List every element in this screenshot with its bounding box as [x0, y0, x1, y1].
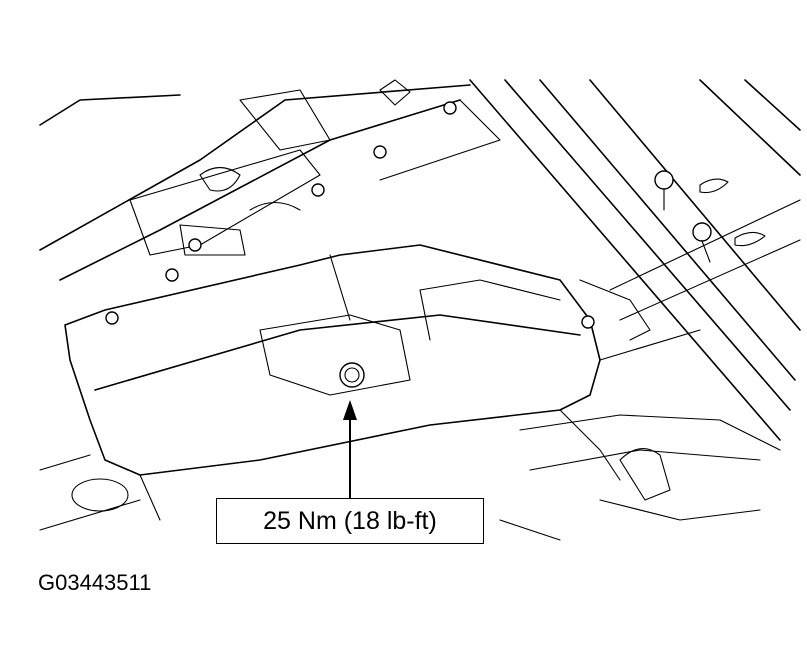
- crossmember-bolts: [654, 170, 766, 263]
- transmission-upper-body: [39, 79, 501, 282]
- torque-callout-box: 25 Nm (18 lb-ft): [216, 498, 484, 544]
- torque-callout-label: 25 Nm (18 lb-ft): [263, 506, 437, 535]
- figure-id-label: G03443511: [38, 570, 152, 595]
- frame-rails: [469, 79, 801, 441]
- transmission-oil-pan: [64, 244, 621, 521]
- lower-components: [39, 279, 781, 541]
- drain-plug: [339, 362, 365, 388]
- callout-arrow: [343, 400, 357, 498]
